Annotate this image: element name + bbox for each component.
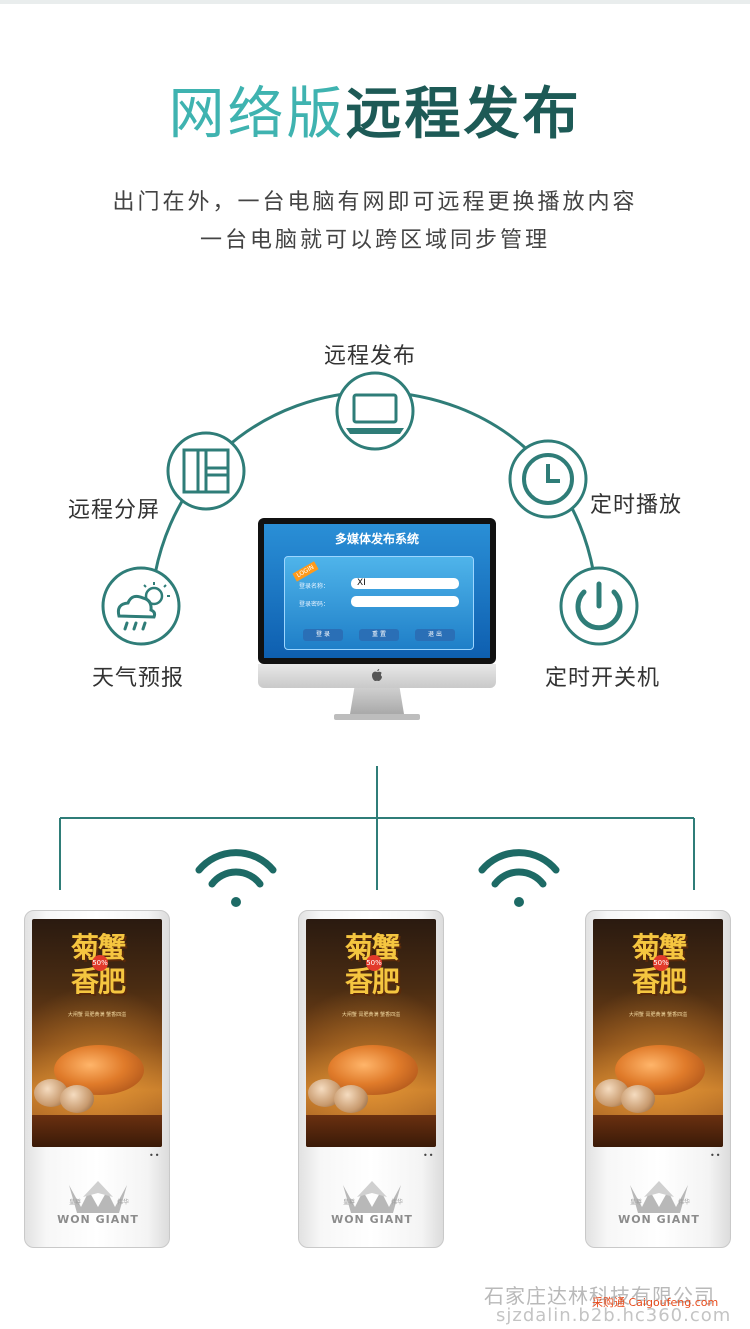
page-title: 网络版远程发布 — [0, 80, 750, 150]
monitor-base — [334, 714, 420, 720]
brand-name: WON GIANT — [57, 1213, 139, 1226]
title-part1: 网络版 — [168, 82, 346, 147]
won-giant-logo-icon — [630, 1181, 688, 1213]
clock-icon — [508, 439, 588, 519]
wifi-icon — [195, 849, 277, 907]
digital-signage-kiosk: 菊蟹香肥 50% 大闸蟹 膏肥黄满 蟹香四溢 •• 皇尊 伟华 WON GIAN… — [585, 910, 731, 1248]
table-image — [306, 1115, 436, 1147]
login-panel: LOGIN 登录名称： XI 登录密码： 登 录 重 置 退 出 — [284, 556, 474, 650]
brand-cn-left: 皇尊 — [69, 1199, 82, 1206]
split-screen-icon — [166, 431, 246, 511]
ad-tagline: 大闸蟹 膏肥黄满 蟹香四溢 — [341, 1012, 401, 1018]
feature-label-remote-publish: 远程发布 — [324, 344, 417, 369]
url-watermark: sjzdalin.b2b.hc360.com — [496, 1305, 732, 1326]
password-input[interactable] — [351, 596, 459, 607]
site-watermark: 采购通 Caigoufeng.com — [592, 1296, 719, 1309]
sensor-dots: •• — [423, 1151, 435, 1160]
brand-name: WON GIANT — [618, 1213, 700, 1226]
brand-cn-right: 伟华 — [678, 1199, 691, 1206]
top-divider — [0, 0, 750, 4]
ad-tagline: 大闸蟹 膏肥黄满 蟹香四溢 — [628, 1012, 688, 1018]
monitor-frame: 多媒体发布系统 LOGIN 登录名称： XI 登录密码： 登 录 重 置 退 出 — [258, 518, 496, 664]
table-image — [593, 1115, 723, 1147]
title-part2: 远程发布 — [345, 82, 582, 147]
apple-logo-icon — [372, 669, 382, 681]
subtitle-line1: 出门在外，一台电脑有网即可远程更换播放内容 — [112, 190, 638, 215]
desktop-monitor: 多媒体发布系统 LOGIN 登录名称： XI 登录密码： 登 录 重 置 退 出 — [258, 518, 496, 721]
username-label: 登录名称： — [299, 583, 330, 590]
discount-badge: 50% — [92, 955, 108, 971]
feature-label-scheduled-power: 定时开关机 — [545, 666, 661, 691]
wifi-icon — [478, 849, 560, 907]
sensor-dots: •• — [149, 1151, 161, 1160]
username-input[interactable]: XI — [351, 578, 459, 589]
sensor-dots: •• — [710, 1151, 722, 1160]
digital-signage-kiosk: 菊蟹香肥 50% 大闸蟹 膏肥黄满 蟹香四溢 •• 皇尊 伟华 WON GIAN… — [298, 910, 444, 1248]
brand-name: WON GIANT — [331, 1213, 413, 1226]
kiosk-screen: 菊蟹香肥 50% 大闸蟹 膏肥黄满 蟹香四溢 — [593, 919, 723, 1147]
feature-label-weather: 天气预报 — [92, 666, 185, 691]
exit-button[interactable]: 退 出 — [415, 629, 455, 641]
won-giant-logo-icon — [69, 1181, 127, 1213]
digital-signage-kiosk: 菊蟹香肥 50% 大闸蟹 膏肥黄满 蟹香四溢 •• 皇尊 伟华 WON GIAN… — [24, 910, 170, 1248]
brand-cn-right: 伟华 — [117, 1199, 130, 1206]
system-title: 多媒体发布系统 — [334, 532, 419, 546]
password-label: 登录密码： — [299, 601, 330, 608]
feature-label-scheduled-play: 定时播放 — [590, 493, 683, 518]
won-giant-logo-icon — [343, 1181, 401, 1213]
login-tag: LOGIN — [292, 561, 319, 582]
monitor-screen: 多媒体发布系统 LOGIN 登录名称： XI 登录密码： 登 录 重 置 退 出 — [264, 524, 490, 658]
ad-tagline: 大闸蟹 膏肥黄满 蟹香四溢 — [67, 1012, 127, 1018]
brand-cn-right: 伟华 — [391, 1199, 404, 1206]
laptop-icon — [335, 371, 415, 451]
kiosk-screen: 菊蟹香肥 50% 大闸蟹 膏肥黄满 蟹香四溢 — [32, 919, 162, 1147]
discount-badge: 50% — [366, 955, 382, 971]
company-watermark: 石家庄达林科技有限公司 — [484, 1284, 715, 1308]
shell-image — [60, 1085, 94, 1113]
discount-badge: 50% — [653, 955, 669, 971]
subtitle-line2: 一台电脑就可以跨区域同步管理 — [199, 228, 550, 253]
table-image — [32, 1115, 162, 1147]
kiosk-screen: 菊蟹香肥 50% 大闸蟹 膏肥黄满 蟹香四溢 — [306, 919, 436, 1147]
login-button[interactable]: 登 录 — [303, 629, 343, 641]
monitor-stand — [350, 688, 404, 714]
shell-image — [621, 1085, 655, 1113]
reset-button[interactable]: 重 置 — [359, 629, 399, 641]
feature-label-split-screen: 远程分屏 — [68, 498, 161, 523]
weather-icon — [101, 566, 181, 646]
brand-cn-left: 皇尊 — [343, 1199, 356, 1206]
brand-cn-left: 皇尊 — [630, 1199, 643, 1206]
power-icon — [559, 566, 639, 646]
shell-image — [334, 1085, 368, 1113]
